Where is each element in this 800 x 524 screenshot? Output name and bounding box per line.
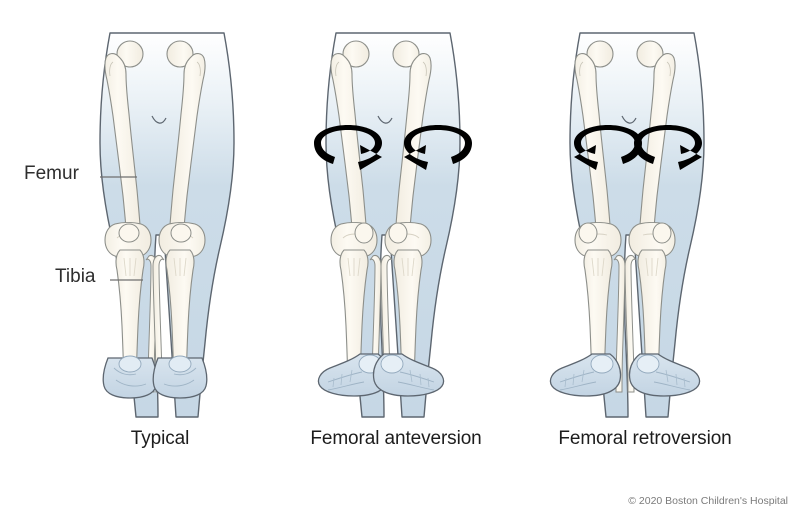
patella-left-anteversion [354, 222, 374, 244]
patella-left-retroversion [578, 222, 598, 244]
panel-typical [99, 32, 235, 418]
groin-crease-anteversion [377, 115, 393, 124]
groin-crease-typical [151, 115, 167, 124]
copyright-notice: © 2020 Boston Children's Hospital [628, 495, 788, 507]
panel-retroversion [549, 32, 705, 418]
skeleton-retroversion-right [624, 40, 701, 397]
panel-anteversion [314, 32, 472, 418]
skeleton-typical-right [152, 40, 208, 399]
skeleton-anteversion-right [372, 40, 445, 397]
caption-retroversion: Femoral retroversion [558, 428, 732, 449]
label-femur: Femur [24, 163, 79, 184]
label-tibia: Tibia [55, 266, 96, 287]
groin-crease-retroversion [621, 115, 637, 124]
patella-left-typical [118, 223, 140, 243]
skeleton-retroversion-left [549, 40, 626, 397]
caption-anteversion: Femoral anteversion [310, 428, 482, 449]
skeleton-anteversion-left [317, 40, 390, 397]
caption-typical: Typical [130, 428, 190, 449]
skeleton-typical-left [102, 40, 158, 399]
